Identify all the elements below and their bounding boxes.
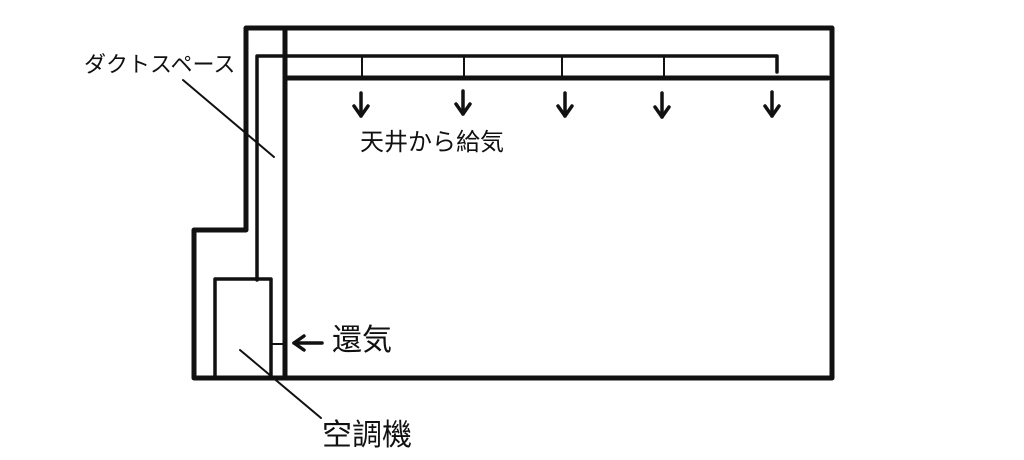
supply-arrow-icon [763,90,781,118]
supply-arrows [352,89,781,119]
supply-arrow-icon [454,89,472,116]
building-outline [191,25,835,381]
duct-space-leader [182,79,275,158]
supply-arrow-icon [653,91,671,119]
ceiling-supply-label: 天井から給気 [360,128,504,156]
return-air-label: 還気 [332,323,392,358]
air-conditioner-leader [239,349,322,419]
air-conditioner-unit [213,277,273,378]
supply-arrow-icon [352,91,370,118]
air-conditioner-label: 空調機 [322,418,412,453]
supply-duct [255,54,779,282]
supply-arrow-icon [556,91,574,118]
duct-drops [361,55,665,77]
return-arrow-icon [292,334,324,352]
duct-space-label: ダクトスペース [84,53,235,78]
